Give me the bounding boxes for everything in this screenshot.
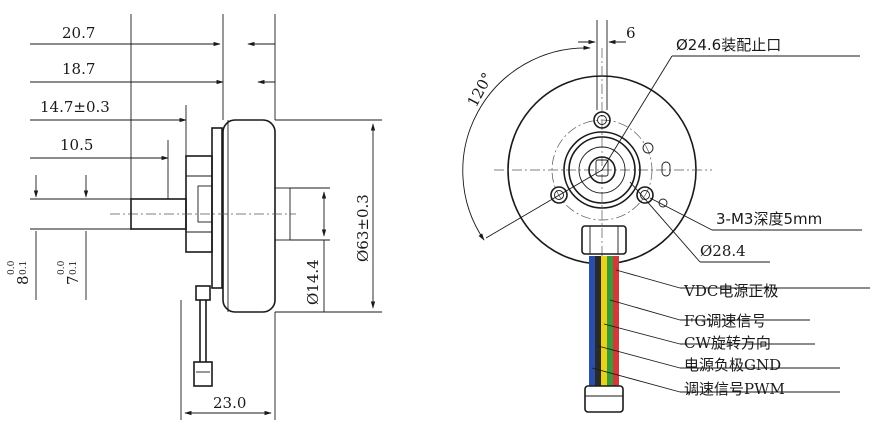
dim-20-7: 20.7 [62,24,95,42]
dim-23-0: 23.0 [213,394,246,412]
dim-14-7: 14.7±0.3 [40,98,110,116]
side-view: 20.7 18.7 14.7±0.3 10.5 23.0 Ø63±0.3 Ø14… [7,14,382,420]
dim-7-tol-up: 0.0 [57,260,67,275]
angle-arc [462,45,591,241]
connector-block [185,155,213,253]
dim-7-tol-lo: 0.1 [69,261,79,275]
wire-blue [589,256,595,386]
motor-body-side [222,119,276,313]
wire-label-group: VDC电源正极 FG调速信号 CW旋转方向 电源负极GND 调速信号PWM [591,269,870,398]
wire-label-cw: CW旋转方向 [684,334,771,352]
wire-label-pwm: 调速信号PWM [684,380,785,398]
wire-yellow [601,256,607,386]
dim-18-7: 18.7 [62,60,95,78]
cable-plug-front [584,385,624,413]
dim-phi63: Ø63±0.3 [354,194,372,262]
dim-phi14-4: Ø14.4 [304,259,322,305]
dim-6: 6 [626,24,636,42]
wire-label-gnd: 电源负极GND [684,356,781,374]
dim-7: 7 [64,275,82,285]
mount-hole [593,111,611,129]
wire-label-fg: FG调速信号 [684,312,766,330]
dim-3-m3: 3-M3深度5mm [716,210,822,228]
dim-8: 8 [14,275,32,285]
dim-8-tol-up: 0.0 [7,260,17,275]
bolt-circle [551,119,653,221]
dim-8-tol-lo: 0.1 [19,261,29,275]
dim-phi24-6: Ø24.6装配止口 [676,36,781,54]
dim-phi28-4: Ø28.4 [700,242,746,260]
wire-red [613,256,619,386]
wire-green [607,256,613,386]
flange-plate [211,127,223,289]
wire-label-vdc: VDC电源正极 [683,282,778,300]
wire-black [595,256,601,386]
cable-connector-front [581,225,627,255]
front-view: 6 120° Ø24.6装配止口 3-M3深度5mm Ø28.4 [462,20,870,413]
cable-plug-side [193,361,213,387]
cable-connector-side [195,285,211,301]
dim-120-deg: 120° [464,70,497,110]
vent-slot [661,161,671,177]
dim-10-5: 10.5 [60,136,93,154]
